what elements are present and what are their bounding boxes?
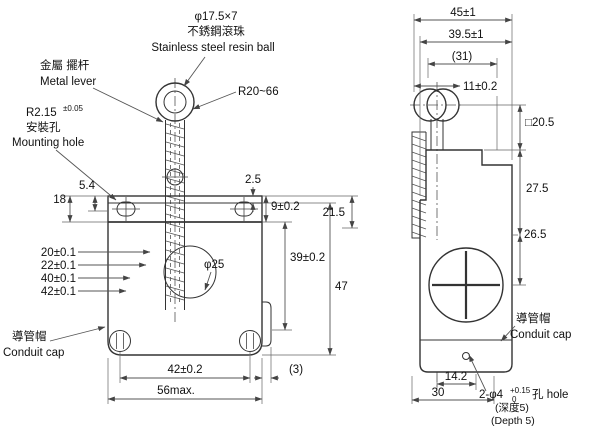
mount-radius-tolerance: ±0.05 (63, 104, 84, 113)
dim-22: 22±0.1 (41, 260, 76, 272)
leader-phi25 (204, 271, 212, 291)
ball-name-cn-label: 不銹鋼滾珠 (187, 24, 245, 38)
hole-depth-en: (Depth 5) (491, 415, 535, 427)
dim-14-2: 14.2 (445, 371, 467, 383)
side-cover-circle (428, 247, 504, 323)
dim-20: 20±0.1 (41, 247, 76, 259)
side-view-dimensions (411, 14, 526, 404)
lever-rod-edges (165, 120, 185, 310)
side-body-outline (419, 149, 513, 373)
dim-18: 18 (53, 194, 66, 206)
dim-30: 30 (432, 387, 445, 399)
ball-diameter-label: φ17.5×7 (195, 11, 238, 23)
lever-rod-hidden-lines (170, 123, 180, 305)
leader-conduit-right (500, 325, 516, 342)
hole-tolerance-lower: 0 (512, 395, 517, 404)
lever-radius-label: R20~66 (238, 86, 279, 98)
dim-39: 39±0.2 (290, 252, 325, 264)
bottom-hole (462, 352, 470, 360)
dim-26-5: 26.5 (524, 229, 546, 241)
cap-screw-slots (116, 333, 254, 349)
conduit-cap-screw-left (109, 330, 131, 352)
conduit-cap-screw-right (239, 330, 261, 352)
front-view-geometry (107, 78, 272, 356)
side-extension-lines (411, 14, 526, 404)
conduit-cap-en-right: Conduit cap (510, 329, 571, 341)
lever-serration-hatch (165, 123, 185, 301)
mounting-hole-centerlines (112, 197, 258, 221)
dim-31: (31) (452, 51, 473, 63)
mount-en-label: Mounting hole (12, 137, 84, 149)
hole-callout-suffix: 孔 hole (532, 388, 568, 401)
side-roller-left-circle (413, 88, 447, 122)
dim-42-bottom: 42±0.2 (167, 364, 202, 376)
dim-42-mount: 42±0.1 (41, 286, 76, 298)
dim-9: 9±0.2 (271, 201, 300, 213)
mount-radius-label: R2.15 (26, 107, 57, 119)
ball-name-en-label: Stainless steel resin ball (151, 42, 274, 54)
dim-phi25: φ25 (204, 259, 224, 271)
dim-47: 47 (335, 281, 348, 293)
front-view-dimensions (49, 56, 358, 404)
dim-2-5: 2.5 (245, 174, 261, 186)
mount-cn-label: 安裝孔 (26, 120, 61, 134)
dim-20-5: □20.5 (525, 117, 554, 129)
roller-ball-inner (163, 90, 187, 114)
conduit-cap-cn-right: 導管帽 (516, 311, 551, 325)
lever-cn-label: 金屬 擺杆 (40, 58, 90, 72)
dim-5-4: 5.4 (79, 180, 96, 192)
side-lever-arms (430, 119, 444, 150)
dim-3: (3) (289, 364, 303, 376)
dim-45: 45±1 (450, 7, 476, 19)
lever-en-label: Metal lever (40, 76, 96, 88)
hole-depth-cn: (深度5) (495, 401, 529, 414)
phi25-circle (163, 245, 217, 299)
leader-ball-label (183, 56, 206, 87)
dim-11: 11±0.2 (463, 81, 497, 93)
leader-conduit-left (49, 326, 106, 342)
dim-40: 40±0.1 (41, 273, 76, 285)
hole-callout-prefix: 2-φ4 (479, 389, 504, 401)
hole-tolerance-upper: +0.15 (510, 386, 531, 395)
dim-56: 56max. (157, 385, 195, 397)
dim-39-5: 39.5±1 (448, 29, 483, 41)
dim-21-5: 21.5 (323, 207, 345, 219)
dim-27-5: 27.5 (526, 183, 548, 195)
leader-r20-66 (192, 91, 237, 110)
conduit-cap-cn-left: 導管帽 (12, 329, 47, 343)
roller-ball-outer (155, 82, 195, 122)
leader-hole-callout (468, 354, 487, 392)
leader-lever-label (92, 87, 164, 123)
conduit-bump (262, 301, 272, 347)
switch-body (107, 221, 263, 356)
leader-mounting-hole (55, 149, 117, 201)
conduit-cap-en-left: Conduit cap (3, 347, 64, 359)
side-plate-serration (411, 135, 427, 238)
front-extension-lines (62, 195, 358, 404)
cover-cross (432, 251, 500, 319)
side-view-geometry (410, 82, 513, 390)
